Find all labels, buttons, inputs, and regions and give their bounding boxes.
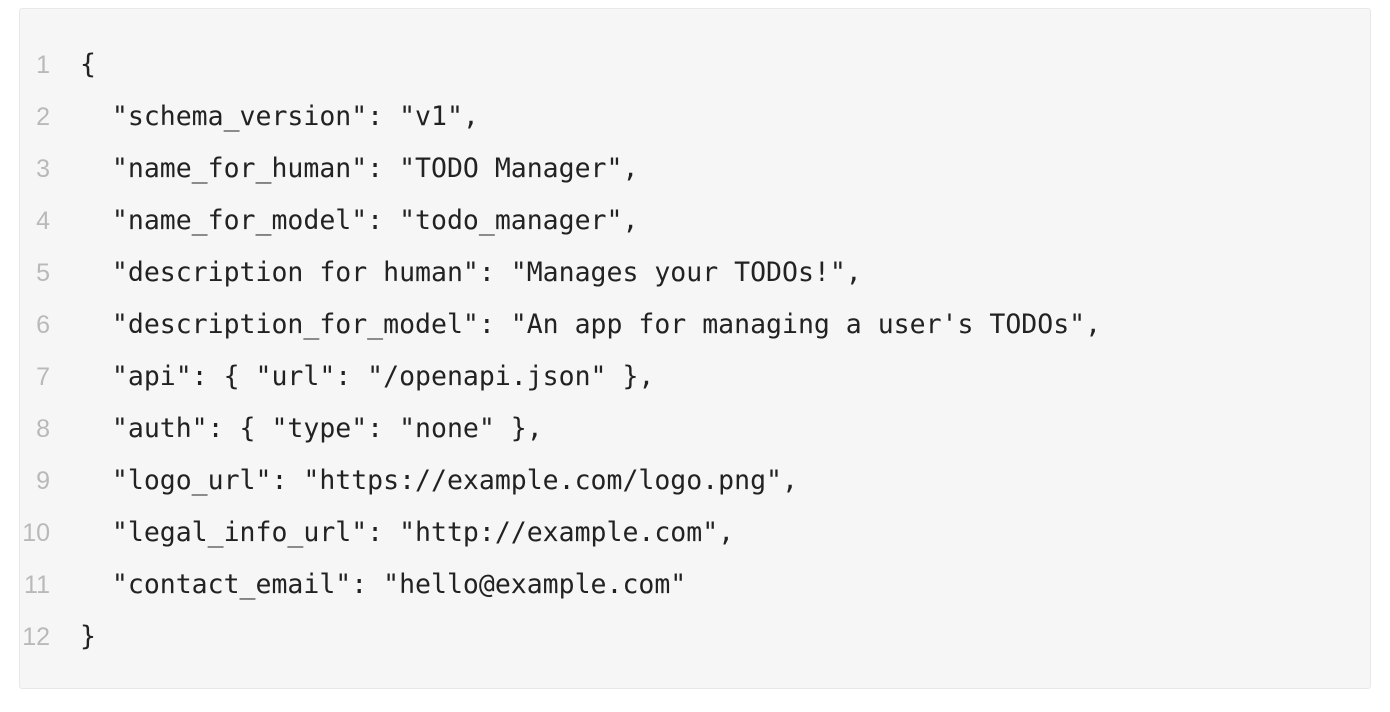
code-text: "name_for_model": "todo_manager", (80, 205, 639, 236)
code-text: { (80, 49, 96, 80)
code-line: 7 "api": { "url": "/openapi.json" }, (20, 351, 1370, 403)
code-line: 3 "name_for_human": "TODO Manager", (20, 143, 1370, 195)
code-text: "contact_email": "hello@example.com" (80, 569, 687, 600)
code-line: 6 "description_for_model": "An app for m… (20, 299, 1370, 351)
code-line: 1 { (20, 39, 1370, 91)
code-text: "logo_url": "https://example.com/logo.pn… (80, 465, 798, 496)
code-block: 1 { 2 "schema_version": "v1", 3 "name_fo… (19, 8, 1371, 689)
code-text: } (80, 621, 96, 652)
code-text: "auth": { "type": "none" }, (80, 413, 543, 444)
code-text: "name_for_human": "TODO Manager", (80, 153, 639, 184)
line-number: 6 (36, 311, 50, 339)
line-number: 10 (22, 519, 50, 547)
code-text: "description for human": "Manages your T… (80, 257, 862, 288)
line-number: 3 (36, 155, 50, 183)
line-number: 7 (36, 363, 50, 391)
code-line: 4 "name_for_model": "todo_manager", (20, 195, 1370, 247)
line-number: 2 (36, 103, 50, 131)
line-number: 9 (36, 467, 50, 495)
line-number: 5 (36, 259, 50, 287)
code-line: 8 "auth": { "type": "none" }, (20, 403, 1370, 455)
code-line: 2 "schema_version": "v1", (20, 91, 1370, 143)
line-number: 4 (36, 207, 50, 235)
code-line: 9 "logo_url": "https://example.com/logo.… (20, 455, 1370, 507)
line-number: 8 (36, 415, 50, 443)
code-text: "legal_info_url": "http://example.com", (80, 517, 735, 548)
code-text: "api": { "url": "/openapi.json" }, (80, 361, 655, 392)
code-line: 10 "legal_info_url": "http://example.com… (20, 507, 1370, 559)
code-line: 5 "description for human": "Manages your… (20, 247, 1370, 299)
line-number: 12 (22, 623, 50, 651)
line-number: 1 (36, 51, 50, 79)
code-line: 12 } (20, 611, 1370, 663)
code-line: 11 "contact_email": "hello@example.com" (20, 559, 1370, 611)
code-text: "schema_version": "v1", (80, 101, 479, 132)
code-text: "description_for_model": "An app for man… (80, 309, 1102, 340)
line-number: 11 (24, 571, 50, 599)
